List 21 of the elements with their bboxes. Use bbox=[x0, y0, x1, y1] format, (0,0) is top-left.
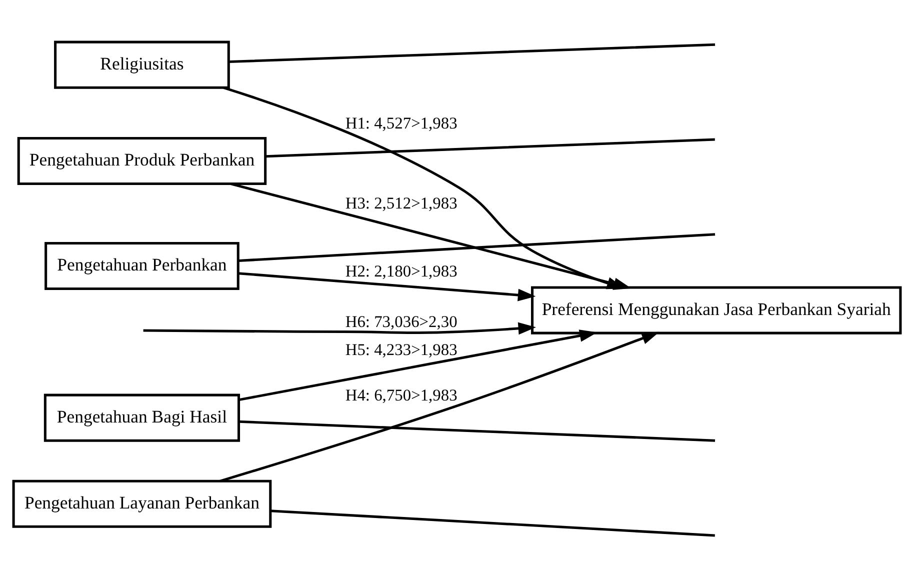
arrow bbox=[220, 331, 660, 482]
node-box: Preferensi Menggunakan Jasa Perbankan Syariah bbox=[531, 286, 902, 334]
node-box: Pengetahuan Produk Perbankan bbox=[17, 136, 267, 185]
node-box: Pengetahuan Bagi Hasil bbox=[44, 393, 240, 442]
connector bbox=[238, 420, 716, 442]
edge-label: H5: 4,233>1,983 bbox=[345, 340, 458, 359]
edge-label: H4: 6,750>1,983 bbox=[345, 385, 458, 404]
edge-label: H1: 4,527>1,983 bbox=[345, 113, 458, 132]
edge-label: H6: 73,036>2,30 bbox=[345, 312, 458, 331]
connector bbox=[266, 138, 715, 158]
arrow bbox=[238, 272, 536, 301]
edge-label: H3: 2,512>1,983 bbox=[345, 192, 458, 212]
connector bbox=[228, 42, 716, 63]
arrow bbox=[143, 322, 536, 334]
node-box: Pengetahuan Perbankan bbox=[44, 241, 240, 290]
connector bbox=[270, 509, 715, 536]
node-box: Pengetahuan Layanan Perbankan bbox=[12, 479, 272, 528]
edge-label: H2: 2,180>1,983 bbox=[345, 261, 458, 280]
node-box: Religiusitas bbox=[54, 40, 230, 88]
arrow bbox=[238, 329, 598, 401]
connector bbox=[238, 232, 716, 262]
